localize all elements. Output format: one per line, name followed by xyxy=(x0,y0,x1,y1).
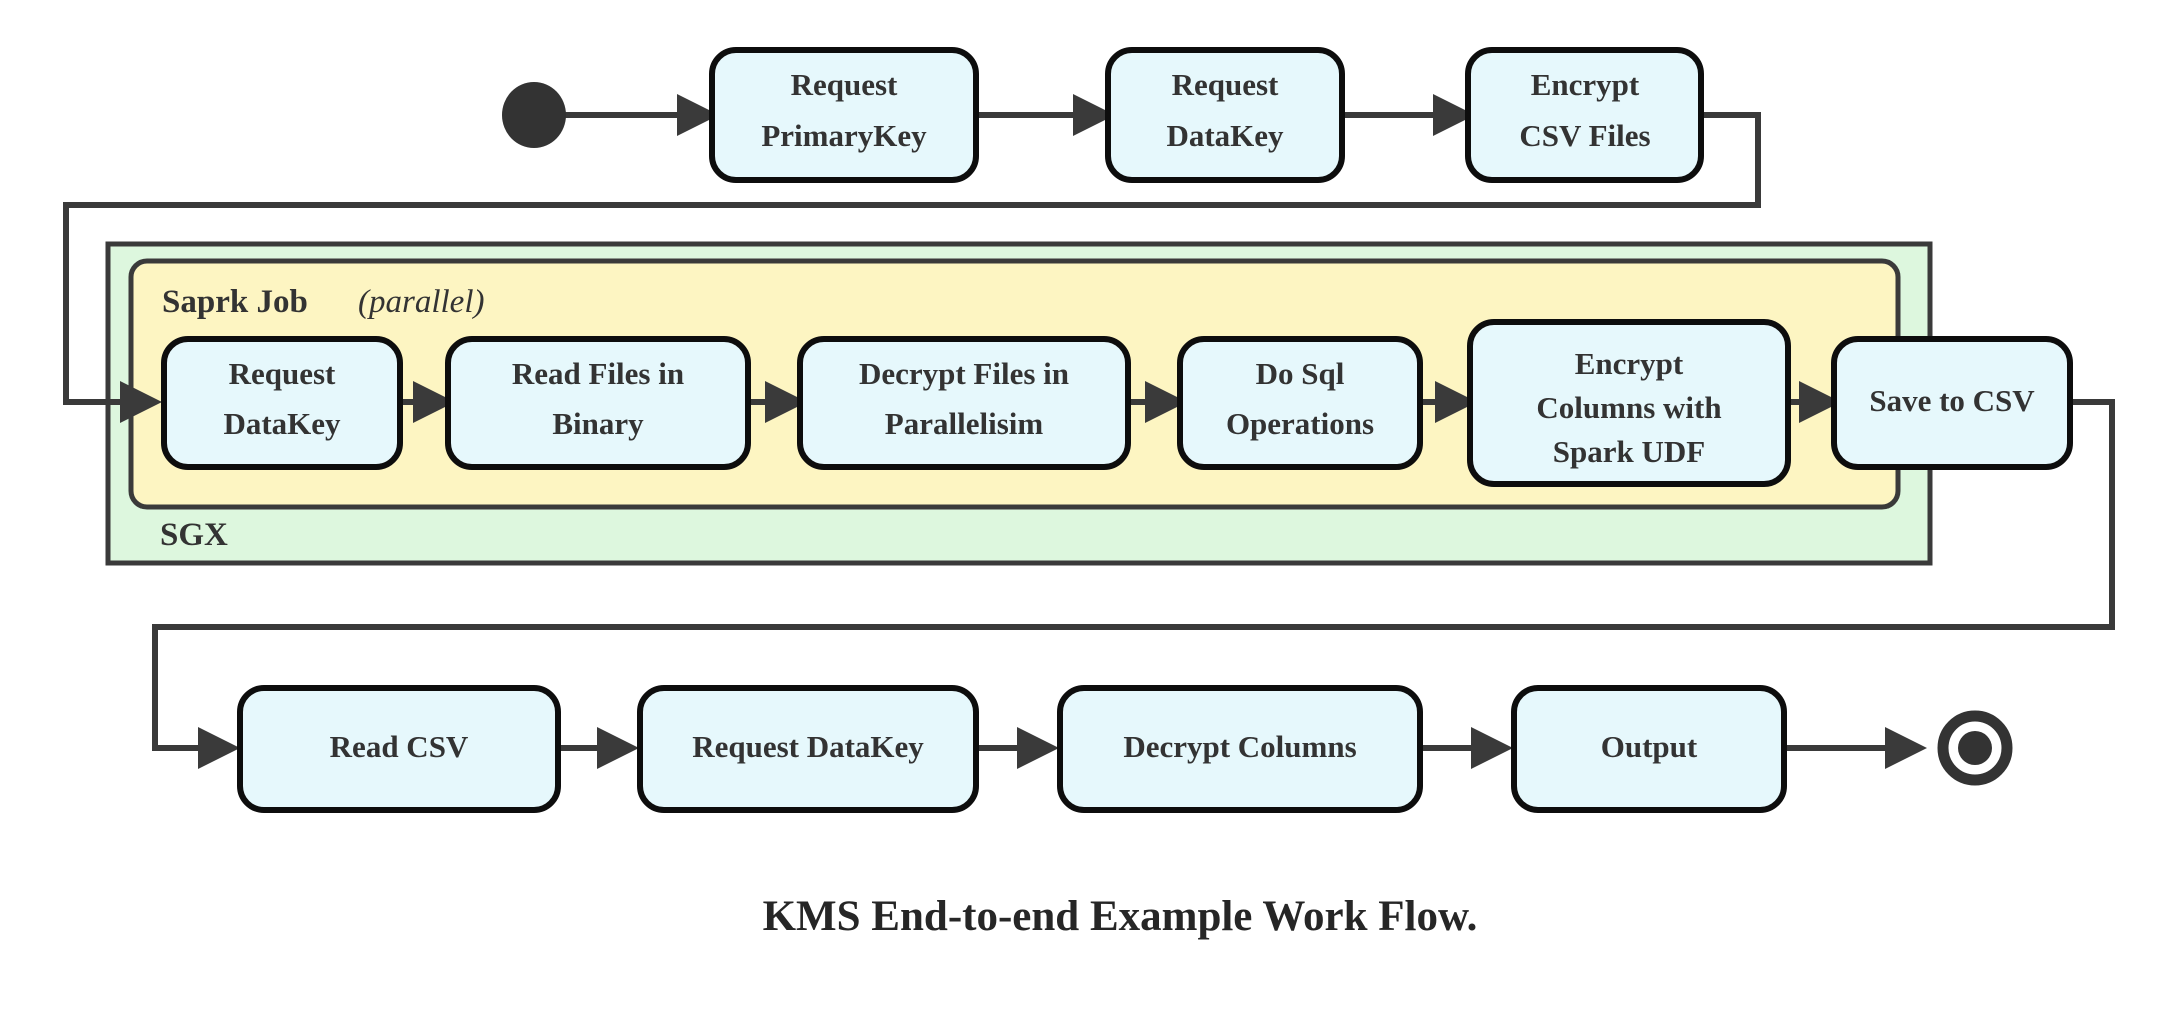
node-encrypt-columns-with-spark-udf[interactable]: Encrypt Columns with Spark UDF xyxy=(1467,319,1791,487)
node-decrypt-columns[interactable]: Decrypt Columns xyxy=(1057,685,1423,813)
node-encrypt-columns-with-spark-udf-line-2: Spark UDF xyxy=(1553,434,1705,469)
node-decrypt-files-in-parallelisim-line-1: Parallelisim xyxy=(885,406,1044,441)
node-save-to-csv-box[interactable] xyxy=(1831,336,2073,470)
node-read-csv-box[interactable] xyxy=(237,685,561,813)
node-read-csv-line-0: Read CSV xyxy=(330,729,469,764)
node-request-primarykey-box[interactable] xyxy=(709,47,979,183)
node-output-box[interactable] xyxy=(1511,685,1787,813)
spark-job-modifier: (parallel) xyxy=(358,284,484,320)
final-state-icon xyxy=(1937,710,2013,786)
node-encrypt-columns-with-spark-udf-box[interactable] xyxy=(1467,319,1791,487)
node-request-datakey-top-line-0: Request xyxy=(1172,67,1279,102)
node-do-sql-operations-box[interactable] xyxy=(1177,336,1423,470)
diagram-caption: KMS End-to-end Example Work Flow. xyxy=(763,893,1478,940)
node-do-sql-operations-line-1: Operations xyxy=(1226,406,1374,441)
node-request-primarykey[interactable]: Request PrimaryKey xyxy=(709,47,979,183)
node-encrypt-csv-files-line-0: Encrypt xyxy=(1531,67,1640,102)
edges xyxy=(63,94,2115,769)
node-decrypt-files-in-parallelisim[interactable]: Decrypt Files in Parallelisim xyxy=(797,336,1131,470)
node-decrypt-files-in-parallelisim-line-0: Decrypt Files in xyxy=(859,356,1069,391)
node-request-datakey-top-box[interactable] xyxy=(1105,47,1345,183)
node-do-sql-operations-line-0: Do Sql xyxy=(1256,356,1345,391)
node-request-datakey-top-line-1: DataKey xyxy=(1166,118,1284,153)
node-read-csv[interactable]: Read CSV xyxy=(237,685,561,813)
node-request-datakey-spark-line-1: DataKey xyxy=(223,406,341,441)
node-save-to-csv[interactable]: Save to CSV xyxy=(1831,336,2073,470)
node-request-primarykey-line-0: Request xyxy=(791,67,898,102)
node-output-line-0: Output xyxy=(1601,729,1698,764)
node-decrypt-columns-box[interactable] xyxy=(1057,685,1423,813)
spark-job-label: Saprk Job xyxy=(162,284,308,320)
node-request-datakey-top[interactable]: Request DataKey xyxy=(1105,47,1345,183)
node-encrypt-columns-with-spark-udf-line-1: Columns with xyxy=(1536,390,1721,425)
edge-save-csv-to-read-csv xyxy=(152,399,2115,769)
node-request-datakey-bottom-box[interactable] xyxy=(637,685,979,813)
node-do-sql-operations[interactable]: Do Sql Operations xyxy=(1177,336,1423,470)
node-encrypt-csv-files-line-1: CSV Files xyxy=(1519,118,1650,153)
node-save-to-csv-line-0: Save to CSV xyxy=(1869,383,2035,418)
node-request-datakey-bottom-line-0: Request DataKey xyxy=(692,729,924,764)
node-output[interactable]: Output xyxy=(1511,685,1787,813)
node-read-files-in-binary-line-0: Read Files in xyxy=(512,356,684,391)
node-request-primarykey-line-1: PrimaryKey xyxy=(761,118,927,153)
node-read-files-in-binary-line-1: Binary xyxy=(552,406,644,441)
sgx-label: SGX xyxy=(160,517,228,553)
node-read-files-in-binary-box[interactable] xyxy=(445,336,751,470)
node-request-datakey-spark-box[interactable] xyxy=(161,336,403,470)
start-state-icon xyxy=(502,82,566,148)
node-encrypt-columns-with-spark-udf-line-0: Encrypt xyxy=(1575,346,1684,381)
edge-encrypt-csv-to-spark-datakey xyxy=(63,112,1761,423)
node-request-datakey-bottom[interactable]: Request DataKey xyxy=(637,685,979,813)
node-decrypt-files-in-parallelisim-box[interactable] xyxy=(797,336,1131,470)
node-read-files-in-binary[interactable]: Read Files in Binary xyxy=(445,336,751,470)
node-encrypt-csv-files-box[interactable] xyxy=(1465,47,1704,183)
node-decrypt-columns-line-0: Decrypt Columns xyxy=(1123,729,1356,764)
node-encrypt-csv-files[interactable]: Encrypt CSV Files xyxy=(1465,47,1704,183)
node-request-datakey-spark[interactable]: Request DataKey xyxy=(161,336,403,470)
node-request-datakey-spark-line-0: Request xyxy=(229,356,336,391)
